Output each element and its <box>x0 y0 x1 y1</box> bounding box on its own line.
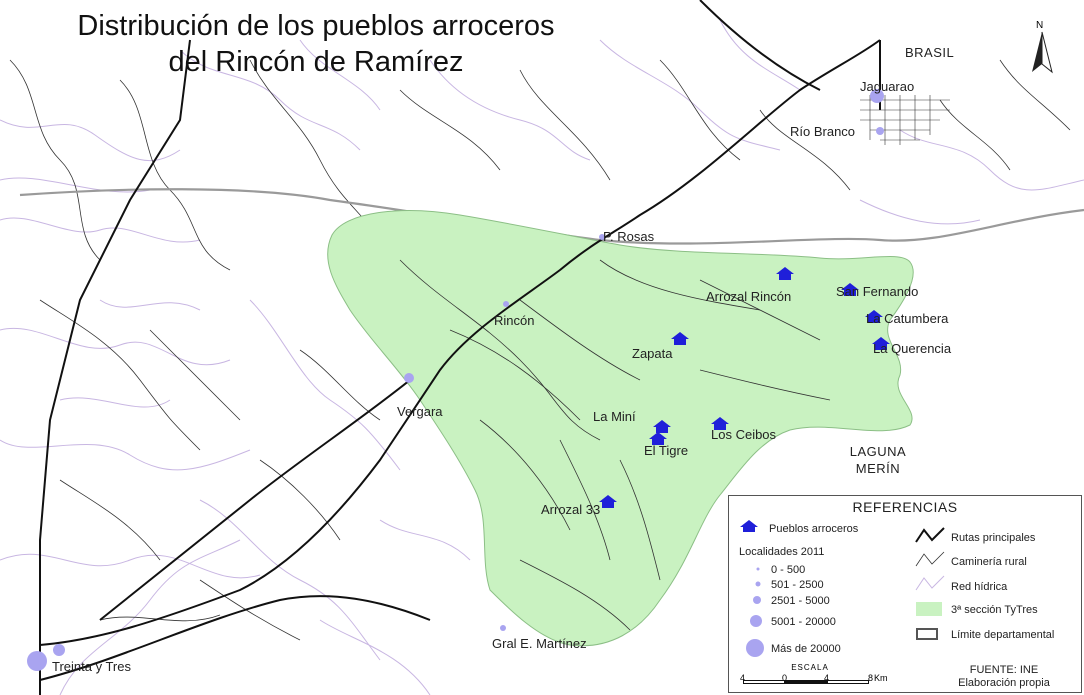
scale-tick-0: 4 <box>740 673 746 683</box>
legend-border-swatch <box>916 628 938 640</box>
legend-size-2: 501 - 2500 <box>771 579 824 591</box>
legend-rural-road-icon <box>915 551 945 567</box>
marker-treinta-y-tres-2[interactable] <box>53 644 65 656</box>
scale-tick-2: 4 <box>824 673 830 683</box>
legend-size-1: 0 - 500 <box>771 564 806 576</box>
scale-segment-1 <box>743 680 785 684</box>
marker-gral-martinez[interactable] <box>500 625 506 631</box>
label-laguna: LAGUNA <box>849 444 907 459</box>
north-arrow-icon <box>1032 31 1053 74</box>
label-gral-martinez: Gral E. Martínez <box>492 636 587 651</box>
river-network <box>0 19 1084 695</box>
scale-bar: ESCALA 4 0 4 8 Km <box>740 660 888 692</box>
legend-red-hidrica: Red hídrica <box>951 581 1008 593</box>
legend-size-3-icon <box>753 596 761 604</box>
marker-jaguarao[interactable] <box>870 89 884 103</box>
legend-localidades: Localidades 2011 <box>739 546 825 558</box>
legend-panel: REFERENCIAS Pueblos arroceros Localidade… <box>728 495 1082 693</box>
legend-title: REFERENCIAS <box>852 499 958 515</box>
main-roads <box>39 0 881 695</box>
legend-size-4-icon <box>750 615 762 627</box>
label-la-querencia: La Querencia <box>873 341 952 356</box>
village-la-mini-icon[interactable] <box>653 420 671 433</box>
legend-limite: Límite departamental <box>951 629 1055 641</box>
town-grid <box>860 95 950 145</box>
marker-p-rosas[interactable] <box>599 234 605 240</box>
label-merin: MERÍN <box>855 461 901 476</box>
village-la-catumbera-icon[interactable] <box>865 310 883 323</box>
north-arrow: N <box>1022 20 1062 80</box>
label-jaguarao: Jaguarao <box>860 79 915 94</box>
legend-elaboracion: Elaboración propia <box>958 677 1050 689</box>
scale-title: ESCALA <box>791 663 829 672</box>
legend-seccion: 3ª sección TyTres <box>951 604 1038 616</box>
map-title: Distribución de los pueblos arroceros de… <box>6 8 626 80</box>
map-title-line1: Distribución de los pueblos arroceros <box>77 10 555 42</box>
legend-river-icon <box>915 575 945 591</box>
legend-main-road-icon <box>915 527 945 543</box>
label-laguna-merin: LAGUNA MERÍN <box>838 445 918 476</box>
label-san-fernando: San Fernando <box>836 284 919 299</box>
village-el-tigre-icon[interactable] <box>649 432 667 445</box>
label-treinta-y-tres: Treinta y Tres <box>52 659 131 674</box>
legend-fuente: FUENTE: INE <box>969 664 1039 676</box>
third-section-region <box>327 210 914 647</box>
scale-unit: Km <box>874 673 888 683</box>
label-rincon: Rincón <box>494 313 535 328</box>
legend-pueblos: Pueblos arroceros <box>769 523 859 535</box>
region-rural-roads <box>399 259 831 631</box>
village-zapata-icon[interactable] <box>671 332 689 345</box>
legend-village-icon <box>740 520 758 532</box>
legend-size-4: 5001 - 20000 <box>771 616 836 628</box>
north-label: N <box>1036 20 1044 31</box>
legend-size-1-icon <box>756 567 760 571</box>
label-zapata: Zapata <box>632 346 673 361</box>
label-brasil: BRASIL <box>905 45 955 60</box>
legend-size-5: Más de 20000 <box>771 643 841 655</box>
map-title-line2: del Rincón de Ramírez <box>168 46 464 78</box>
legend-size-5-icon <box>746 639 764 657</box>
marker-rincon[interactable] <box>503 301 509 307</box>
village-los-ceibos-icon[interactable] <box>711 417 729 430</box>
legend-rutas: Rutas principales <box>951 532 1036 544</box>
label-rio-branco: Río Branco <box>790 124 856 139</box>
scale-segment-2 <box>785 680 827 684</box>
legend-section-swatch <box>916 602 942 616</box>
label-la-catumbera: La Catumbera <box>866 311 949 326</box>
label-vergara: Vergara <box>397 404 443 419</box>
label-arrozal-33: Arrozal 33 <box>541 502 601 517</box>
departmental-border <box>19 188 1084 245</box>
label-el-tigre: El Tigre <box>644 443 689 458</box>
village-arrozal-33-icon[interactable] <box>599 495 617 508</box>
label-arrozal-rincon: Arrozal Rincón <box>706 289 792 304</box>
marker-vergara[interactable] <box>404 373 414 383</box>
scale-tick-3: 8 <box>868 673 874 683</box>
scale-segment-3 <box>827 680 869 684</box>
village-la-querencia-icon[interactable] <box>872 337 890 350</box>
legend-camineria: Caminería rural <box>951 556 1027 568</box>
legend-size-3: 2501 - 5000 <box>771 595 830 607</box>
label-la-mini: La Miní <box>593 409 636 424</box>
legend-size-2-icon <box>755 581 761 587</box>
marker-treinta-y-tres[interactable] <box>27 651 47 671</box>
label-los-ceibos: Los Ceibos <box>711 427 777 442</box>
marker-rio-branco[interactable] <box>876 127 884 135</box>
village-arrozal-rincon-icon[interactable] <box>776 267 794 280</box>
scale-tick-1: 0 <box>782 673 788 683</box>
label-p-rosas: P. Rosas <box>603 229 655 244</box>
village-san-fernando-icon[interactable] <box>841 283 859 296</box>
